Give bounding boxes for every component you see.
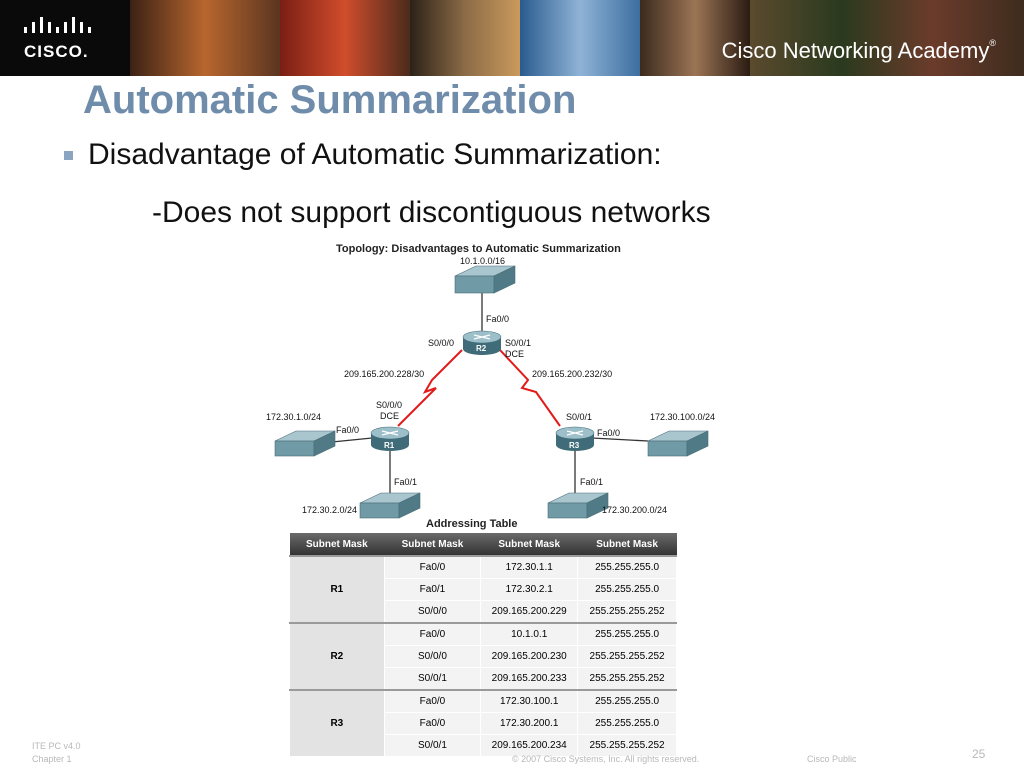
mask-cell: 255.255.255.252	[577, 600, 677, 624]
r1-dce-label: DCE	[380, 411, 399, 421]
table-row: R2 Fa0/0 10.1.0.1 255.255.255.0	[289, 622, 677, 691]
banner-photo	[410, 0, 520, 76]
router-r2-icon: R2	[462, 330, 502, 355]
interface-cell: Fa0/0	[383, 555, 482, 579]
r3-lan1-label: 172.30.100.0/24	[650, 412, 715, 422]
link-right-label: 209.165.200.232/30	[532, 369, 612, 379]
mask-cell: 255.255.255.252	[577, 734, 677, 757]
cisco-logo-text: CISCO.	[24, 42, 89, 61]
banner-photo	[280, 0, 410, 76]
r2-network-label: 10.1.0.0/16	[460, 256, 505, 266]
addressing-table-title: Addressing Table	[426, 518, 518, 530]
column-header: Subnet Mask	[289, 533, 385, 556]
interface-cell: S0/0/0	[383, 600, 482, 624]
router-r3-icon: R3	[555, 426, 595, 451]
interface-cell: Fa0/0	[383, 689, 482, 713]
mask-cell: 255.255.255.0	[577, 622, 677, 646]
router-r1-icon: R1	[370, 426, 410, 451]
svg-text:R2: R2	[476, 344, 487, 353]
interface-cell: Fa0/1	[383, 578, 482, 601]
slide-title: Automatic Summarization	[83, 78, 577, 122]
academy-text: Cisco Networking Academy	[721, 38, 990, 63]
r1-fa00-label: Fa0/0	[336, 425, 359, 435]
serial-link-r2-r1	[397, 349, 463, 427]
link-left-label: 209.165.200.228/30	[344, 369, 424, 379]
table-row: R1 Fa0/0 172.30.1.1 255.255.255.0	[289, 555, 677, 624]
academy-brand: Cisco Networking Academy®	[722, 38, 996, 64]
switch-icon	[454, 265, 516, 294]
r2-fa00-label: Fa0/0	[486, 314, 509, 324]
mask-cell: 255.255.255.0	[577, 555, 677, 579]
r2-s000-label: S0/0/0	[428, 338, 454, 348]
svg-text:R3: R3	[569, 441, 580, 450]
interface-cell: Fa0/0	[383, 622, 482, 646]
table-row: Fa0/1 172.30.2.1 255.255.255.0	[290, 578, 677, 601]
bullet-text: Disadvantage of Automatic Summarization:	[88, 138, 662, 171]
interface-cell: S0/0/1	[383, 734, 482, 757]
mask-cell: 255.255.255.0	[577, 712, 677, 735]
serial-link-r2-r3	[499, 349, 561, 427]
footer-copyright: © 2007 Cisco Systems, Inc. All rights re…	[512, 754, 700, 764]
column-header: Subnet Mask	[480, 533, 578, 556]
r1-lan1-label: 172.30.1.0/24	[266, 412, 321, 422]
footer-classification: Cisco Public	[807, 754, 857, 764]
banner-photo	[520, 0, 640, 76]
mask-cell: 255.255.255.0	[577, 578, 677, 601]
banner-photo	[640, 0, 750, 76]
r2-dce-label: DCE	[505, 349, 524, 359]
ip-cell: 209.165.200.233	[480, 667, 579, 691]
r1-s000-label: S0/0/0	[376, 400, 402, 410]
device-cell: R2	[289, 622, 385, 691]
interface-cell: S0/0/0	[383, 645, 482, 668]
ip-cell: 172.30.2.1	[480, 578, 579, 601]
r2-s001-label: S0/0/1	[505, 338, 531, 348]
ip-cell: 172.30.100.1	[480, 689, 579, 713]
ip-cell: 10.1.0.1	[480, 622, 579, 646]
ip-cell: 172.30.1.1	[480, 555, 579, 579]
r3-fa01-label: Fa0/1	[580, 477, 603, 487]
footer-chapter: Chapter 1	[32, 754, 72, 764]
cisco-logo-bars-icon: CISCO.	[24, 17, 91, 61]
svg-text:R1: R1	[384, 441, 395, 450]
interface-cell: S0/0/1	[383, 667, 482, 691]
interface-cell: Fa0/0	[383, 712, 482, 735]
ip-cell: 172.30.200.1	[480, 712, 579, 735]
switch-icon	[359, 492, 421, 519]
device-cell: R1	[289, 555, 385, 624]
switch-icon	[274, 430, 336, 457]
registered-icon: ®	[989, 38, 996, 48]
cisco-logo: CISCO.	[0, 0, 130, 76]
r3-lan2-label: 172.30.200.0/24	[602, 505, 667, 515]
switch-icon	[547, 492, 609, 519]
table-row: S0/0/0 209.165.200.230 255.255.255.252	[290, 645, 677, 668]
mask-cell: 255.255.255.0	[577, 689, 677, 713]
addressing-table: Subnet Mask Subnet Mask Subnet Mask Subn…	[289, 533, 677, 757]
footer-course: ITE PC v4.0	[32, 741, 81, 751]
table-row: R3 Fa0/0 172.30.100.1 255.255.255.0	[289, 689, 677, 757]
topology-diagram: R2 R1 R3 10.1.0.0/16 Fa0/0 S0/0/0 S0/0/1…	[266, 256, 715, 519]
r3-s001-label: S0/0/1	[566, 412, 592, 422]
sub-point-text: -Does not support discontiguous networks	[152, 196, 711, 229]
r1-fa01-label: Fa0/1	[394, 477, 417, 487]
device-cell: R3	[289, 689, 385, 757]
topology-title: Topology: Disadvantages to Automatic Sum…	[336, 243, 621, 255]
r1-lan2-label: 172.30.2.0/24	[302, 505, 357, 515]
page-number: 25	[972, 747, 986, 761]
r3-fa00-label: Fa0/0	[597, 428, 620, 438]
banner-photo	[750, 0, 1024, 76]
header-banner: CISCO. Cisco Networking Academy®	[0, 0, 1024, 76]
mask-cell: 255.255.255.252	[577, 667, 677, 691]
column-header: Subnet Mask	[577, 533, 677, 556]
column-header: Subnet Mask	[384, 533, 481, 556]
table-row: S0/0/1 209.165.200.234 255.255.255.252	[290, 734, 677, 757]
switch-icon	[647, 430, 709, 457]
banner-photo	[130, 0, 280, 76]
ip-cell: 209.165.200.229	[480, 600, 579, 624]
bullet-square-icon	[64, 151, 73, 160]
ip-cell: 209.165.200.230	[480, 645, 579, 668]
mask-cell: 255.255.255.252	[577, 645, 677, 668]
table-header-row: Subnet Mask Subnet Mask Subnet Mask Subn…	[289, 533, 677, 556]
ip-cell: 209.165.200.234	[480, 734, 579, 757]
